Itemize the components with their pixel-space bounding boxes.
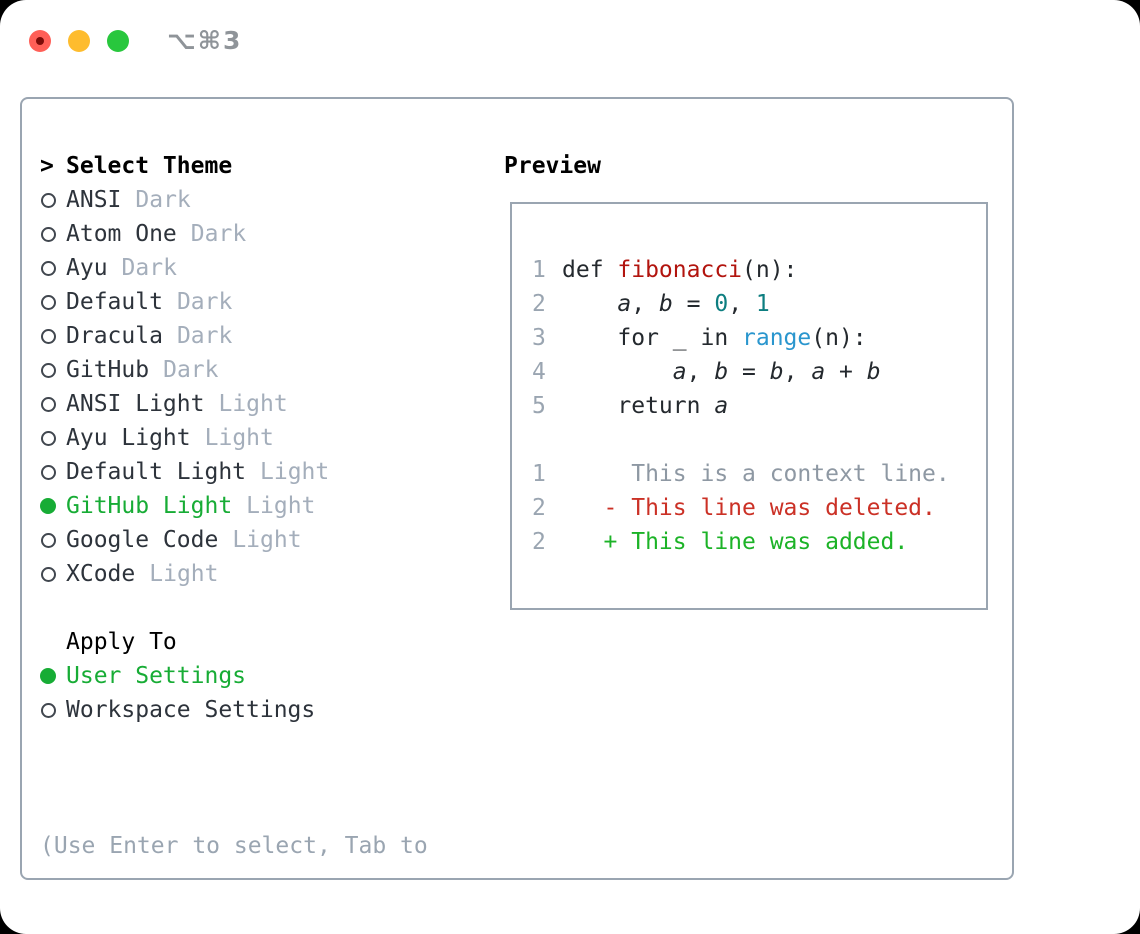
theme-option[interactable]: GitHub Dark xyxy=(40,353,428,387)
theme-option[interactable]: Default Light Light xyxy=(40,455,428,489)
theme-option[interactable]: Default Dark xyxy=(40,285,428,319)
apply-to-header: Apply To xyxy=(40,625,428,659)
radio-unselected-icon xyxy=(40,430,66,446)
radio-unselected-icon xyxy=(40,566,66,582)
line-number: 2 xyxy=(532,495,546,521)
option-label: Google Code xyxy=(66,527,219,553)
close-button[interactable] xyxy=(29,29,51,52)
spacer xyxy=(40,727,428,761)
radio-unselected-icon xyxy=(40,464,66,480)
line-number: 3 xyxy=(532,325,546,351)
option-variant-label: Dark xyxy=(190,221,247,247)
option-variant-label: Light xyxy=(260,459,330,485)
code-blank-line xyxy=(532,423,986,457)
option-variant-label: Light xyxy=(232,527,302,553)
option-variant-label: Dark xyxy=(135,187,191,213)
radio-unselected-icon xyxy=(40,294,66,310)
theme-option[interactable]: ANSI Light Light xyxy=(40,387,428,421)
option-label: Default Light xyxy=(66,459,247,485)
radio-unselected-icon xyxy=(40,702,66,718)
usage-hint-line-1: (Use Enter to select, Tab to xyxy=(40,833,428,859)
line-number: 5 xyxy=(532,393,546,419)
usage-hint: (Use Enter to select, Tab to change focu… xyxy=(40,761,428,934)
preview-header: Preview xyxy=(504,149,601,183)
apply-to-title: Apply To xyxy=(66,629,177,655)
theme-option[interactable]: Dracula Dark xyxy=(40,319,428,353)
option-label: ANSI Light xyxy=(66,391,205,417)
code-line: 2 a, b = 0, 1 xyxy=(532,287,986,321)
radio-unselected-icon xyxy=(40,362,66,378)
option-variant-label: Dark xyxy=(176,289,233,315)
select-theme-header: > Select Theme xyxy=(40,149,428,183)
option-variant-label: Light xyxy=(218,391,288,417)
radio-unselected-icon xyxy=(40,532,66,548)
apply-to-option[interactable]: User Settings xyxy=(40,659,428,693)
option-label: ANSI xyxy=(66,187,122,213)
code-line: 2 + This line was added. xyxy=(532,525,986,559)
option-variant-label: Dark xyxy=(163,357,219,383)
radio-unselected-icon xyxy=(40,396,66,412)
code-line: 1 This is a context line. xyxy=(532,457,986,491)
code-line: 5 return a xyxy=(532,389,986,423)
theme-option[interactable]: GitHub Light Light xyxy=(40,489,428,523)
zoom-button[interactable] xyxy=(107,29,129,52)
cursor-caret: > xyxy=(40,153,54,179)
option-variant-label: Dark xyxy=(121,255,177,281)
radio-selected-icon xyxy=(40,668,66,684)
code-line: 2 - This line was deleted. xyxy=(532,491,986,525)
code-line: 3 for _ in range(n): xyxy=(532,321,986,355)
minimize-button[interactable] xyxy=(68,29,90,52)
titlebar: ⌥⌘3 xyxy=(29,26,242,55)
radio-selected-icon xyxy=(40,498,66,514)
theme-option[interactable]: XCode Light xyxy=(40,557,428,591)
line-number: 4 xyxy=(532,359,546,385)
line-number: 2 xyxy=(532,291,546,317)
apply-to-option[interactable]: Workspace Settings xyxy=(40,693,428,727)
line-number: 1 xyxy=(532,257,546,283)
line-number: 1 xyxy=(532,461,546,487)
radio-unselected-icon xyxy=(40,226,66,242)
option-label: Default xyxy=(66,289,163,315)
preview-title: Preview xyxy=(504,153,601,179)
theme-option[interactable]: Ayu Dark xyxy=(40,251,428,285)
theme-option[interactable]: Atom One Dark xyxy=(40,217,428,251)
select-theme-title: Select Theme xyxy=(66,153,233,179)
option-label: Ayu Light xyxy=(66,425,191,451)
radio-unselected-icon xyxy=(40,192,66,208)
code-line: 4 a, b = b, a + b xyxy=(532,355,986,389)
spacer xyxy=(40,591,428,625)
option-variant-label: Light xyxy=(246,493,316,519)
option-label: GitHub Light xyxy=(66,493,233,519)
option-variant-label: Light xyxy=(204,425,274,451)
radio-unselected-icon xyxy=(40,260,66,276)
radio-unselected-icon xyxy=(40,328,66,344)
option-label: Ayu xyxy=(66,255,108,281)
option-label: Workspace Settings xyxy=(66,697,316,723)
window-shortcut-label: ⌥⌘3 xyxy=(167,26,243,55)
option-label: XCode xyxy=(66,561,136,587)
option-label: Atom One xyxy=(66,221,177,247)
theme-option[interactable]: Ayu Light Light xyxy=(40,421,428,455)
option-label: GitHub xyxy=(66,357,150,383)
option-label: Dracula xyxy=(66,323,163,349)
option-variant-label: Dark xyxy=(176,323,233,349)
option-label: User Settings xyxy=(66,663,247,689)
line-number: 2 xyxy=(532,529,546,555)
option-variant-label: Light xyxy=(149,561,219,587)
theme-option[interactable]: Google Code Light xyxy=(40,523,428,557)
theme-option[interactable]: ANSI Dark xyxy=(40,183,428,217)
